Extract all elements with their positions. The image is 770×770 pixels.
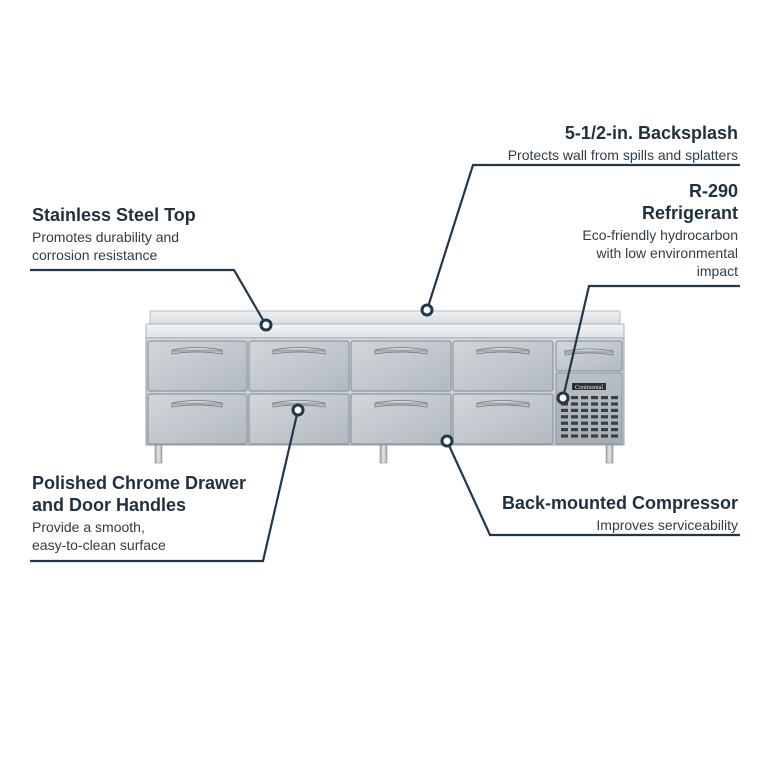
vent-slot [601, 415, 608, 419]
vent-slot [591, 434, 598, 438]
callout-desc-line: impact [696, 263, 738, 279]
vent-slot [581, 421, 588, 425]
vent-slot [561, 408, 568, 412]
vent-slot [571, 396, 578, 400]
drawer-handle[interactable] [171, 347, 223, 355]
callout-title: 5-1/2-in. Backsplash [564, 123, 738, 143]
drawer-handle[interactable] [171, 400, 223, 408]
callout-desc-line: corrosion resistance [32, 247, 158, 263]
marker-handles [291, 403, 305, 417]
brand-badge-text: Continental [575, 385, 603, 391]
vent-slot [591, 428, 598, 432]
brand-badge [572, 383, 606, 390]
marker-compressor [440, 434, 454, 448]
vent-slot [611, 402, 618, 406]
callout-refrigerant: R-290 Refrigerant Eco-friendly hydrocarb… [498, 180, 738, 280]
callout-desc: Improves serviceability [596, 517, 738, 533]
callout-title-line: Refrigerant [641, 203, 738, 223]
vent-slot [571, 434, 578, 438]
vent-slot [571, 408, 578, 412]
vent-slot [571, 428, 578, 432]
vent-slot [611, 421, 618, 425]
vent-slot [611, 415, 618, 419]
drawer-handle[interactable] [564, 348, 614, 356]
vent-slot [581, 402, 588, 406]
callout-desc-line: with low environmental [596, 245, 738, 261]
vent-slot [571, 402, 578, 406]
vent-slot [581, 428, 588, 432]
callout-backsplash: 5-1/2-in. Backsplash Protects wall from … [408, 122, 738, 164]
callout-title-line: Polished Chrome Drawer [32, 473, 247, 493]
callout-handles: Polished Chrome Drawer and Door Handles … [32, 472, 312, 554]
vent-slot [611, 428, 618, 432]
leg [379, 444, 388, 464]
callout-desc: Protects wall from spills and splatters [507, 147, 738, 163]
callout-stainless-top: Stainless Steel Top Promotes durability … [32, 204, 292, 264]
callout-title-line: R-290 [688, 181, 738, 201]
vent-slot [611, 408, 618, 412]
vent-slot [561, 421, 568, 425]
vent-slot [581, 415, 588, 419]
leg [605, 444, 614, 464]
vent-slot [571, 421, 578, 425]
drawer-handle[interactable] [476, 400, 530, 408]
drawer-handle[interactable] [272, 347, 326, 355]
leader-refrigerant [561, 284, 740, 399]
vent-slot [601, 396, 608, 400]
vent-slot [581, 408, 588, 412]
marker-backsplash [420, 303, 434, 317]
marker-top [259, 318, 273, 332]
vent-slot [591, 396, 598, 400]
marker-refrigerant [556, 391, 570, 405]
leader-compressor [445, 440, 740, 537]
vent-slot [601, 428, 608, 432]
vent-slot [571, 415, 578, 419]
vent-slot [611, 396, 618, 400]
vent-slot [591, 415, 598, 419]
vent-slot [581, 434, 588, 438]
vent-slot [601, 402, 608, 406]
vent-slot [591, 421, 598, 425]
callout-compressor: Back-mounted Compressor Improves service… [438, 492, 738, 534]
leader-handles [30, 409, 300, 563]
vent-slot [591, 402, 598, 406]
vent-slot [611, 434, 618, 438]
legs [154, 444, 614, 464]
backsplash [149, 310, 621, 326]
handles-upper [171, 347, 614, 356]
callout-title: Stainless Steel Top [32, 205, 196, 225]
callout-desc-line: Eco-friendly hydrocarbon [582, 227, 738, 243]
vent-slot [601, 434, 608, 438]
vent-slot [601, 421, 608, 425]
vent-slot [581, 396, 588, 400]
leader-backsplash [425, 163, 740, 311]
callout-desc-line: Provide a smooth, [32, 519, 145, 535]
vent-slot [591, 408, 598, 412]
callout-desc-line: easy-to-clean surface [32, 537, 166, 553]
vent-slot [601, 408, 608, 412]
vent-slot [561, 428, 568, 432]
drawer-handle[interactable] [476, 347, 530, 355]
stainless-top [145, 323, 625, 339]
callout-desc-line: Promotes durability and [32, 229, 180, 245]
callout-title: Back-mounted Compressor [501, 493, 738, 513]
leg [154, 444, 163, 464]
vent-slot [561, 434, 568, 438]
callout-title-line: and Door Handles [32, 495, 187, 515]
leader-top [30, 268, 267, 326]
drawer[interactable] [555, 340, 623, 372]
vent-slot [561, 415, 568, 419]
drawer-handle[interactable] [374, 400, 428, 408]
drawer-handle[interactable] [374, 347, 428, 355]
